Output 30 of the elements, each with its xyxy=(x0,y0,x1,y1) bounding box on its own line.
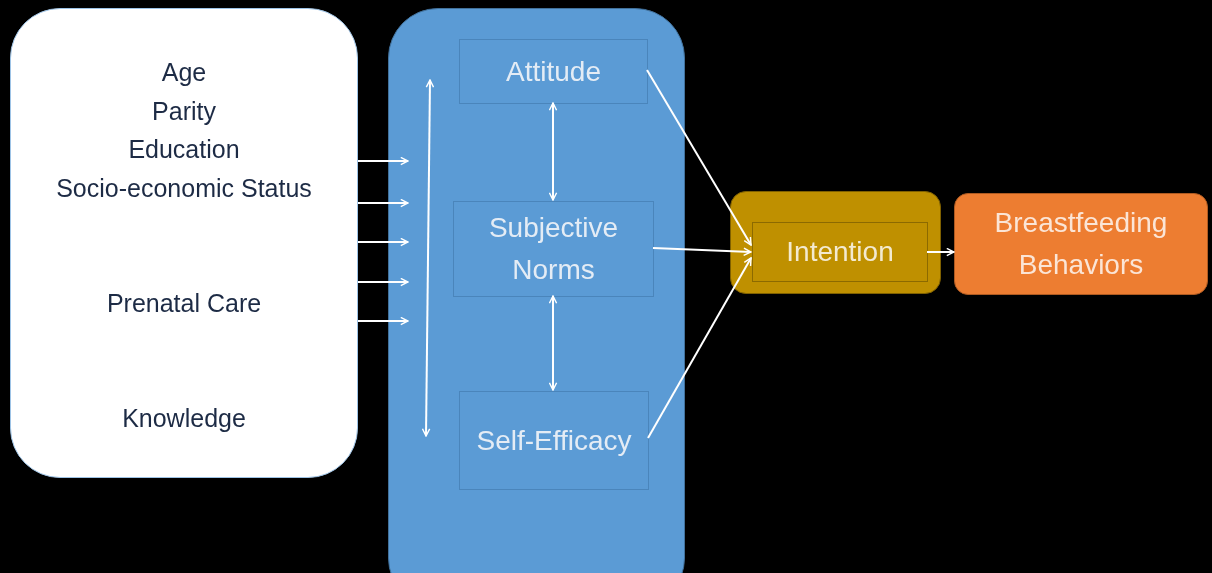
node-label: Self-Efficacy xyxy=(475,423,633,458)
arrow xyxy=(357,277,409,287)
arrow xyxy=(548,295,558,391)
construct-box xyxy=(459,39,648,104)
arrow xyxy=(926,247,955,257)
node-label: Subjective Norms xyxy=(487,211,620,287)
factor-label: Age xyxy=(160,57,208,88)
arrow xyxy=(646,69,752,246)
factor-label: Prenatal Care xyxy=(105,288,263,319)
factor-label: Knowledge xyxy=(121,403,247,434)
arrow xyxy=(357,198,409,208)
arrow xyxy=(357,237,409,247)
factor-label: Parity xyxy=(151,96,217,127)
construct-box xyxy=(459,391,649,490)
factor-label: Socio-economic Status xyxy=(55,173,313,204)
intention-box xyxy=(752,222,928,282)
node-label: Intention xyxy=(785,235,895,269)
factor-label: Education xyxy=(127,134,241,165)
intention-panel xyxy=(730,191,941,294)
construct-box xyxy=(453,201,654,297)
factor-box xyxy=(10,8,358,478)
construct-panel xyxy=(388,8,685,573)
arrow xyxy=(357,156,409,166)
node-label: Breastfeeding Behaviors xyxy=(993,206,1169,282)
arrow xyxy=(647,257,752,439)
node-label: Attitude xyxy=(505,54,602,89)
arrow xyxy=(548,102,558,201)
arrow xyxy=(652,247,752,256)
behavior-box xyxy=(954,193,1208,295)
arrow xyxy=(357,316,409,326)
